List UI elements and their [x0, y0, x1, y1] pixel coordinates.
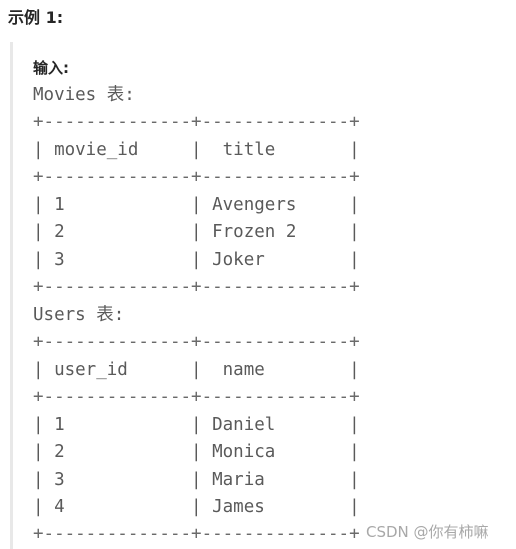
- movies-header-row: | movie_id | title |: [33, 140, 360, 160]
- movies-bottom-border: +--------------+--------------+: [33, 277, 360, 297]
- watermark: CSDN @你有柿嘛: [366, 523, 489, 541]
- users-header-row: | user_id | name |: [33, 360, 360, 380]
- movies-row: | 2 | Frozen 2 |: [33, 222, 360, 242]
- movies-caption: Movies 表:: [33, 85, 135, 105]
- users-bottom-border: +--------------+--------------+: [33, 524, 360, 544]
- blockquote-bar: [10, 42, 13, 549]
- input-label: 输入:: [33, 59, 69, 77]
- movies-row: | 1 | Avengers |: [33, 195, 360, 215]
- users-caption: Users 表:: [33, 305, 125, 325]
- users-row: | 1 | Daniel |: [33, 415, 360, 435]
- users-row: | 3 | Maria |: [33, 470, 360, 490]
- example-heading: 示例 1:: [8, 8, 64, 27]
- users-top-border: +--------------+--------------+: [33, 332, 360, 352]
- movies-top-border: +--------------+--------------+: [33, 112, 360, 132]
- movies-header-border: +--------------+--------------+: [33, 167, 360, 187]
- users-row: | 4 | James |: [33, 497, 360, 517]
- users-row: | 2 | Monica |: [33, 442, 360, 462]
- users-header-border: +--------------+--------------+: [33, 387, 360, 407]
- movies-row: | 3 | Joker |: [33, 250, 360, 270]
